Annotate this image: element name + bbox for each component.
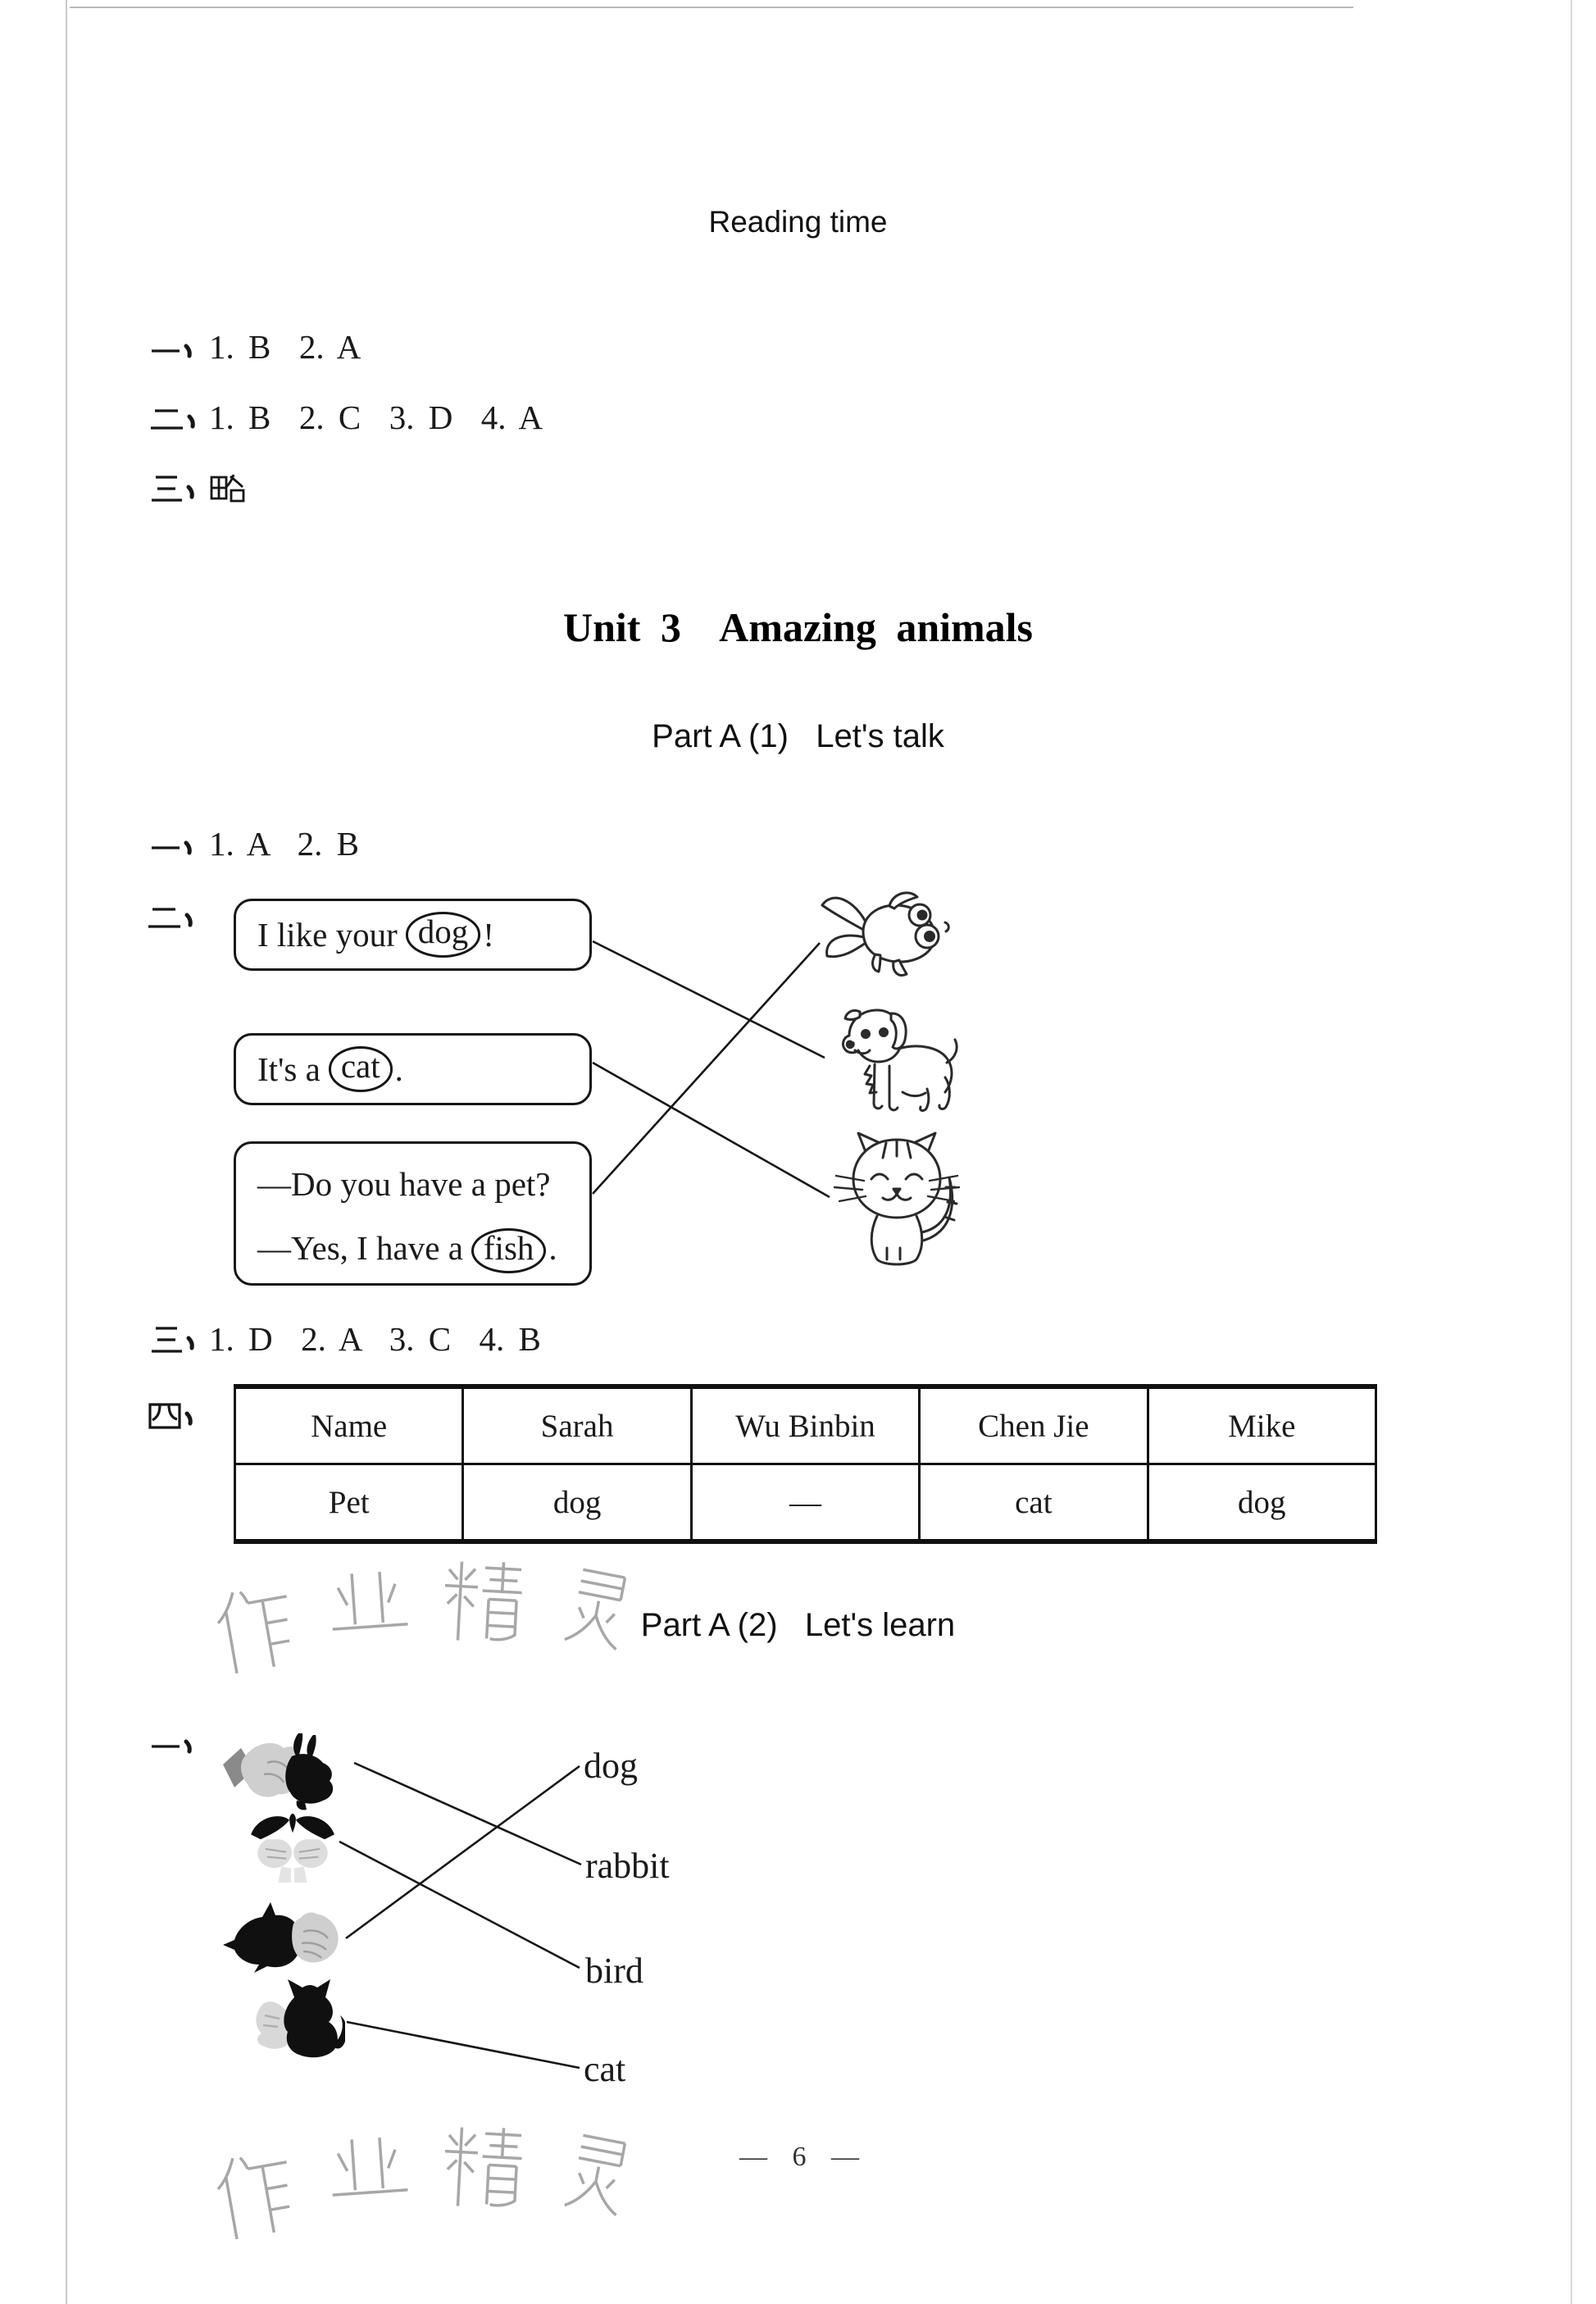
box-text: . bbox=[548, 1229, 557, 1267]
table-header-row: Name Sarah Wu Binbin Chen Jie Mike bbox=[233, 1385, 1378, 1465]
word-rabbit: rabbit bbox=[585, 1846, 670, 1886]
kitten-image bbox=[825, 1127, 974, 1269]
circled-answer: dog bbox=[405, 912, 481, 958]
match-line-rabbit-word bbox=[353, 1761, 582, 1866]
pets-table: Name Sarah Wu Binbin Chen Jie Mike Pet d… bbox=[233, 1384, 1378, 1544]
box-text: It's a bbox=[257, 1050, 321, 1088]
answer-text: 1. B 2. C 3. D 4. A bbox=[209, 398, 543, 436]
answer-text: 1. A 2. B bbox=[209, 825, 359, 863]
marker-yi-icon bbox=[148, 826, 196, 864]
cat-hand-shadow-image bbox=[248, 1974, 345, 2061]
match-line-dog-word bbox=[345, 1764, 580, 1940]
match-line-cat-box bbox=[592, 1061, 830, 1199]
a1-q3-line: 1. D 2. A 3. C 4. B bbox=[148, 1318, 541, 1359]
box-text: —Do you have a pet? bbox=[257, 1165, 551, 1203]
circled-answer: fish bbox=[471, 1228, 547, 1274]
reading-time-title: Reading time bbox=[708, 205, 888, 239]
page-edge-right bbox=[1571, 0, 1572, 2304]
unit-title: Unit 3 Amazing animals bbox=[562, 604, 1034, 650]
table-row: Pet dog — cat dog bbox=[233, 1463, 1378, 1543]
marker-er-icon bbox=[146, 899, 193, 936]
goldfish-image bbox=[816, 879, 965, 987]
table-cell: Wu Binbin bbox=[689, 1385, 921, 1465]
box-text: —Yes, I have a bbox=[257, 1229, 463, 1267]
answer-line-2: 1. B 2. C 3. D 4. A bbox=[148, 397, 543, 438]
box-text: . bbox=[394, 1050, 403, 1088]
table-cell: Sarah bbox=[462, 1385, 693, 1465]
table-cell: Chen Jie bbox=[918, 1385, 1149, 1465]
puppy-image bbox=[822, 1000, 976, 1123]
word-cat: cat bbox=[584, 2049, 626, 2089]
marker-er-icon bbox=[148, 400, 196, 438]
page-edge-top bbox=[70, 7, 1353, 8]
marker-san-icon bbox=[148, 471, 196, 508]
answer-text: 1. B 2. A bbox=[209, 328, 361, 366]
table-cell: — bbox=[689, 1463, 921, 1543]
box-text: I like your bbox=[257, 916, 398, 954]
answer-line-1: 1. B 2. A bbox=[148, 326, 361, 367]
table-cell: dog bbox=[462, 1463, 693, 1543]
box-text: ! bbox=[483, 916, 494, 954]
part-a1-heading: Part A (1) Let's talk bbox=[652, 718, 944, 754]
table-cell: dog bbox=[1146, 1463, 1378, 1543]
watermark-text bbox=[211, 2123, 632, 2243]
part-a2-heading: Part A (2) Let's learn bbox=[640, 1607, 956, 1643]
lue-omitted-glyph bbox=[210, 473, 245, 503]
bird-hand-shadow-image bbox=[244, 1810, 341, 1884]
marker-si-icon bbox=[146, 1397, 193, 1435]
match-line-bird-word bbox=[339, 1840, 580, 1969]
answer-line-3 bbox=[148, 467, 247, 508]
match-line-cat-word bbox=[346, 2020, 580, 2070]
table-cell: Name bbox=[233, 1385, 465, 1465]
circled-answer: cat bbox=[328, 1046, 393, 1092]
marker-san-icon bbox=[148, 1322, 196, 1359]
table-cell: cat bbox=[918, 1463, 1149, 1543]
marker-yi-icon bbox=[148, 1725, 196, 1763]
marker-yi-icon bbox=[148, 330, 196, 367]
match-line-fish-box bbox=[592, 942, 821, 1195]
page-number: — 6 — bbox=[739, 2142, 859, 2172]
page-edge-left bbox=[66, 0, 67, 2304]
table-cell: Mike bbox=[1146, 1385, 1378, 1465]
word-bird: bird bbox=[585, 1951, 643, 1991]
word-dog: dog bbox=[584, 1746, 638, 1786]
dog-hand-shadow-image bbox=[221, 1901, 344, 1973]
a1-q1-line: 1. A 2. B bbox=[148, 823, 359, 864]
match-line-dog-box bbox=[592, 940, 825, 1059]
rabbit-hand-shadow-image bbox=[220, 1732, 352, 1814]
table-cell: Pet bbox=[233, 1463, 465, 1543]
answer-text: 1. D 2. A 3. C 4. B bbox=[209, 1320, 541, 1358]
